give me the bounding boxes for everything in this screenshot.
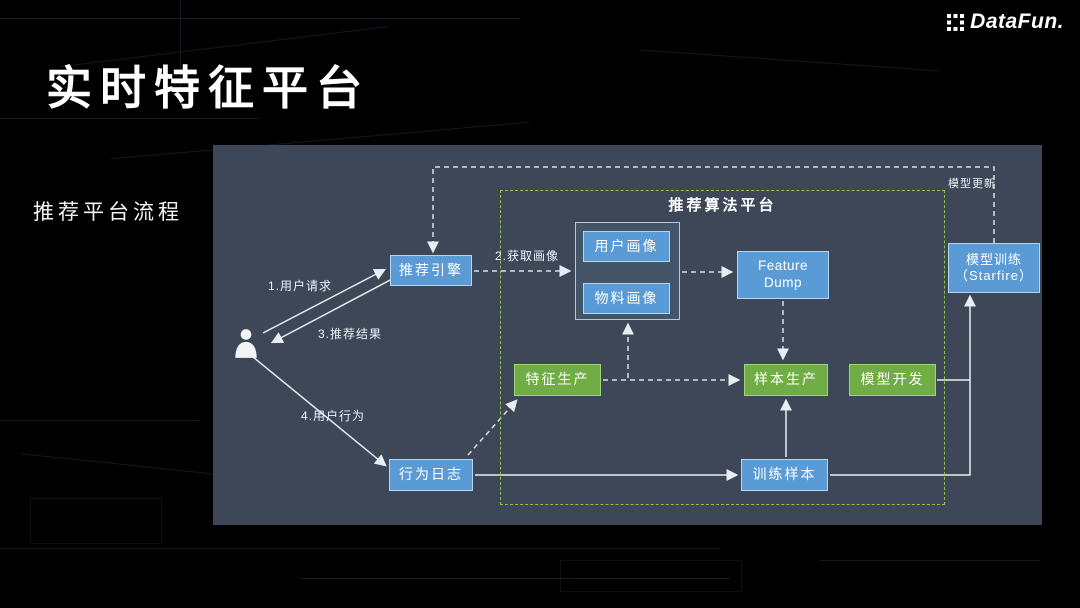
edge-model-update-feedback bbox=[427, 166, 995, 254]
edge-label-fetch-profile: 2.获取画像 bbox=[495, 249, 560, 263]
node-model-development: 模型开发 bbox=[849, 364, 936, 396]
edge-log-to-feature-production bbox=[467, 399, 518, 456]
diagram-edges bbox=[252, 166, 995, 481]
feature-dump-line1: Feature bbox=[757, 258, 809, 274]
edge-label-user-request: 1.用户请求 bbox=[268, 279, 333, 293]
node-feature-production-label: 特征生产 bbox=[525, 371, 590, 388]
node-feature-dump: Feature Dump bbox=[737, 251, 829, 299]
node-behavior-log: 行为日志 bbox=[389, 459, 473, 491]
algorithm-platform-frame bbox=[500, 190, 945, 505]
section-label: 推荐平台流程 bbox=[33, 201, 183, 224]
node-recommend-engine-label: 推荐引擎 bbox=[399, 261, 463, 278]
node-recommend-engine: 推荐引擎 bbox=[390, 255, 472, 286]
datafun-logo: DataFun. bbox=[947, 10, 1064, 34]
datafun-logo-icon bbox=[947, 13, 965, 31]
feature-dump-line2: Dump bbox=[763, 275, 802, 290]
user-icon bbox=[235, 329, 257, 358]
node-model-development-label: 模型开发 bbox=[860, 371, 925, 388]
node-sample-production-label: 样本生产 bbox=[754, 371, 818, 388]
node-model-training: 模型训练 （Starfire） bbox=[948, 243, 1040, 293]
edge-user-behavior bbox=[252, 356, 387, 467]
node-user-profile-label: 用户画像 bbox=[594, 237, 659, 254]
node-training-samples: 训练样本 bbox=[741, 459, 828, 491]
edge-label-user-behavior: 4.用户行为 bbox=[301, 409, 366, 423]
edge-to-model-training bbox=[830, 294, 976, 476]
edge-label-model-update: 模型更新 bbox=[948, 178, 996, 190]
node-sample-production: 样本生产 bbox=[744, 364, 828, 396]
node-item-profile-label: 物料画像 bbox=[594, 289, 659, 306]
node-user-profile: 用户画像 bbox=[583, 231, 670, 262]
node-behavior-log-label: 行为日志 bbox=[399, 466, 463, 483]
algorithm-platform-title: 推荐算法平台 bbox=[668, 197, 777, 214]
node-item-profile: 物料画像 bbox=[583, 283, 670, 314]
node-training-samples-label: 训练样本 bbox=[752, 466, 817, 483]
edge-label-recommend-result: 3.推荐结果 bbox=[318, 327, 383, 341]
edge-recommend-result bbox=[270, 277, 395, 344]
model-training-line2: （Starfire） bbox=[955, 268, 1033, 283]
edge-user-request bbox=[262, 268, 387, 334]
node-feature-production: 特征生产 bbox=[514, 364, 601, 396]
diagram-panel: 推荐算法平台 推荐引擎 用户画像 物料画像 Feature Dump 模型训练 … bbox=[213, 145, 1042, 525]
datafun-logo-text: DataFun. bbox=[970, 10, 1064, 33]
page-title: 实时特征平台 bbox=[46, 62, 370, 114]
model-training-line1: 模型训练 bbox=[965, 251, 1022, 267]
